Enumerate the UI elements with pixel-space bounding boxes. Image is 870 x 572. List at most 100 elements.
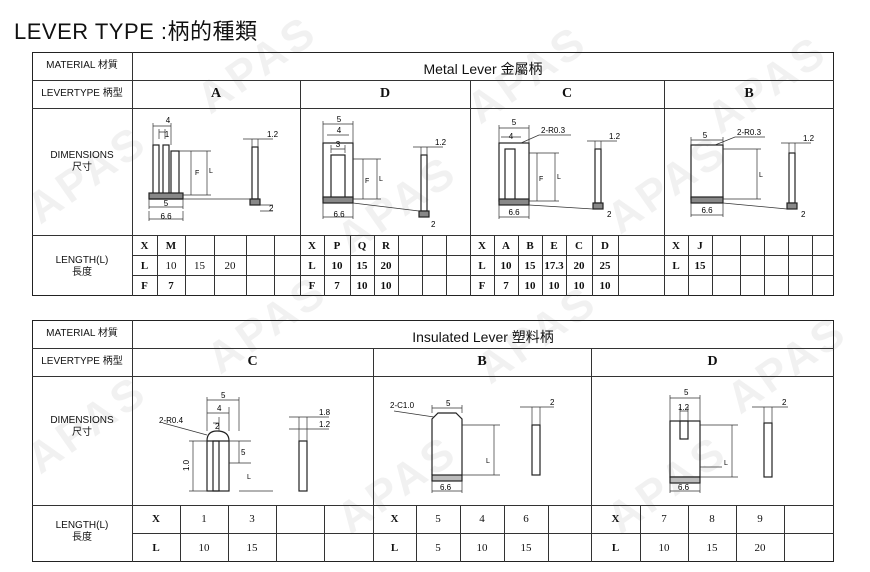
table-cell: P bbox=[333, 240, 341, 252]
table-cell: A bbox=[502, 240, 510, 252]
dim-label: 6.6 bbox=[160, 212, 172, 221]
dim-label: 1.8 bbox=[319, 408, 331, 417]
table-cell: 15 bbox=[694, 260, 706, 272]
dim-label: 2-R0.3 bbox=[541, 126, 566, 135]
table-cell: 10 bbox=[599, 280, 611, 292]
table-cell: L bbox=[611, 542, 620, 554]
table-cell: C bbox=[575, 240, 583, 252]
length-label: LENGTH(L)長度 bbox=[55, 255, 109, 278]
dim-label: 2 bbox=[782, 398, 787, 407]
table-cell: L bbox=[390, 542, 399, 554]
dimension-drawing-c: 5 4 2-R0.3 6.6 F L 1.2 2 bbox=[498, 118, 621, 219]
table-cell: 10 bbox=[500, 260, 512, 272]
lever-type-d: D bbox=[379, 86, 391, 101]
dim-label: L bbox=[759, 172, 763, 179]
dim-label: 4 bbox=[217, 404, 222, 413]
material-label: MATERIAL 材質 bbox=[46, 60, 118, 71]
dimension-drawing-d: 5 4 3 6.6 F L 1.2 2 bbox=[322, 115, 447, 229]
table-cell: 10 bbox=[524, 280, 536, 292]
table-cell: X bbox=[611, 513, 620, 525]
table-cell: 8 bbox=[709, 513, 715, 525]
table-cell: 10 bbox=[165, 260, 177, 272]
levertype-label: LEVERTYPE 柄型 bbox=[41, 88, 123, 99]
dim-label: 1.0 bbox=[182, 459, 191, 471]
dim-label: 1.2 bbox=[678, 403, 690, 412]
table-cell: X bbox=[140, 240, 149, 252]
dim-label: 2 bbox=[607, 210, 612, 219]
table-cell: 10 bbox=[573, 280, 585, 292]
dimension-drawing-b: 5 2-R0.3 6.6 L 1.2 2 bbox=[690, 128, 815, 219]
dim-label: 5 bbox=[446, 399, 451, 408]
table-cell: X bbox=[390, 513, 399, 525]
table-cell: 15 bbox=[520, 542, 532, 554]
table-cell: J bbox=[697, 240, 703, 252]
table-cell: 15 bbox=[524, 260, 536, 272]
table-cell: 15 bbox=[194, 260, 205, 272]
dim-label: 5 bbox=[703, 131, 708, 140]
table-cell: 3 bbox=[249, 513, 255, 525]
material-value: Metal Lever 金屬柄 bbox=[423, 61, 543, 77]
table-cell: F bbox=[141, 280, 148, 292]
table-cell: L bbox=[140, 260, 149, 272]
insulated-lever-table bbox=[32, 320, 834, 562]
dim-label: 1.2 bbox=[319, 420, 331, 429]
dim-label: 2 bbox=[269, 204, 274, 213]
dim-label: 1.2 bbox=[609, 132, 621, 141]
table-cell: 15 bbox=[356, 260, 368, 272]
table-cell: 15 bbox=[706, 542, 718, 554]
table-cell: L bbox=[308, 260, 316, 272]
table-cell: 5 bbox=[435, 513, 441, 525]
dim-label: 2 bbox=[550, 398, 555, 407]
dim-label: 6.6 bbox=[508, 208, 520, 217]
lever-type-b: B bbox=[744, 86, 754, 101]
lever-type-a: A bbox=[210, 86, 222, 101]
table-cell: Q bbox=[357, 240, 367, 252]
table-cell: 4 bbox=[479, 513, 485, 525]
dim-label: 2-R0.3 bbox=[737, 128, 762, 137]
table-cell: 10 bbox=[658, 542, 670, 554]
table-cell: L bbox=[152, 542, 160, 554]
table-cell: 20 bbox=[754, 542, 766, 554]
table-cell: 7 bbox=[168, 280, 174, 292]
table-cell: X bbox=[672, 240, 680, 252]
dimension-drawing-b: 5 2-C1.0 6.6 L 2 bbox=[390, 398, 555, 493]
dim-label: 5 bbox=[684, 388, 689, 397]
dim-label: F bbox=[365, 178, 369, 185]
dim-label: 2-C1.0 bbox=[390, 401, 415, 410]
table-cell: 6 bbox=[523, 513, 529, 525]
levertype-label: LEVERTYPE 柄型 bbox=[41, 356, 123, 367]
table-cell: 20 bbox=[380, 260, 392, 272]
dim-label: L bbox=[209, 168, 213, 175]
length-label: LENGTH(L)長度 bbox=[55, 520, 109, 543]
table-cell: 7 bbox=[503, 280, 509, 292]
table-cell: B bbox=[526, 240, 534, 252]
dimension-drawing-a: 4 1 5 6.6 F L 1.2 2 bbox=[148, 116, 279, 221]
table-cell: X bbox=[152, 513, 160, 525]
dim-label: 5 bbox=[221, 391, 226, 400]
table-cell: E bbox=[550, 240, 558, 252]
table-cell: 7 bbox=[661, 513, 667, 525]
table-cell: F bbox=[478, 280, 486, 292]
dim-label: 6.6 bbox=[440, 483, 452, 492]
dim-label: 2 bbox=[431, 220, 436, 229]
table-cell: 10 bbox=[331, 260, 343, 272]
table-cell: 25 bbox=[599, 260, 611, 272]
table-cell: 10 bbox=[380, 280, 392, 292]
dim-label: 1.2 bbox=[435, 138, 447, 147]
table-cell: L bbox=[478, 260, 486, 272]
dim-label: 2 bbox=[801, 210, 806, 219]
lever-type-c: C bbox=[561, 86, 573, 101]
dim-label: 5 bbox=[164, 199, 169, 208]
dim-label: 2-R0.4 bbox=[159, 416, 184, 425]
table-cell: D bbox=[601, 240, 609, 252]
table-cell: 10 bbox=[356, 280, 368, 292]
dim-label: F bbox=[539, 176, 543, 183]
dim-label: 5 bbox=[241, 448, 246, 457]
table-cell: X bbox=[308, 240, 316, 252]
table-cell: L bbox=[672, 260, 680, 272]
lever-type-c: C bbox=[247, 354, 258, 369]
dimension-drawing-c: 5 4 2 2-R0.4 1.0 5 L 1.8 1.2 bbox=[159, 391, 331, 492]
dim-label: 6.6 bbox=[701, 206, 713, 215]
